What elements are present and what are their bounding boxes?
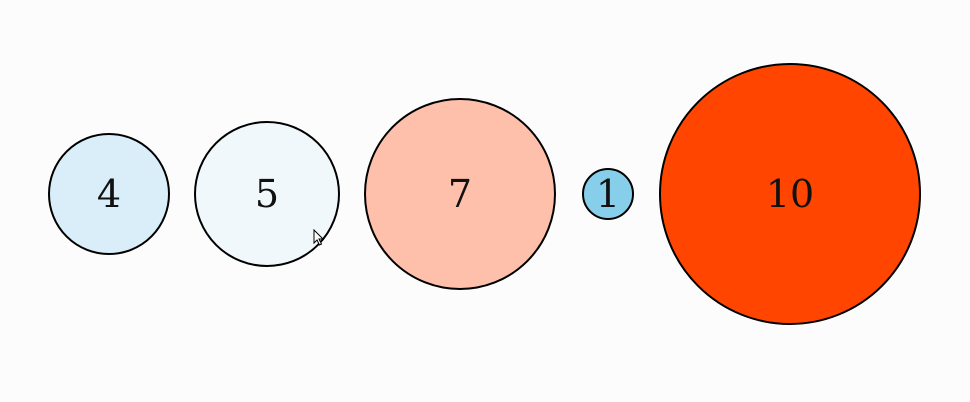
node-5[interactable]: 5 bbox=[194, 121, 340, 267]
node-10-circle[interactable] bbox=[659, 63, 921, 325]
node-5-label: 5 bbox=[255, 172, 279, 216]
node-7-circle[interactable] bbox=[364, 98, 556, 290]
node-1-label: 1 bbox=[596, 172, 620, 216]
node-4-circle[interactable] bbox=[48, 133, 170, 255]
node-4[interactable]: 4 bbox=[48, 133, 170, 255]
node-10[interactable]: 10 bbox=[659, 63, 921, 325]
mouse-cursor-icon bbox=[313, 228, 325, 246]
node-7-label: 7 bbox=[448, 172, 472, 216]
node-7[interactable]: 7 bbox=[364, 98, 556, 290]
node-4-label: 4 bbox=[97, 172, 121, 216]
node-10-label: 10 bbox=[766, 172, 814, 216]
node-5-circle[interactable] bbox=[194, 121, 340, 267]
node-1[interactable]: 1 bbox=[582, 168, 634, 220]
node-1-circle[interactable] bbox=[582, 168, 634, 220]
nodes-layer: 4 5 7 1 10 bbox=[48, 63, 921, 325]
